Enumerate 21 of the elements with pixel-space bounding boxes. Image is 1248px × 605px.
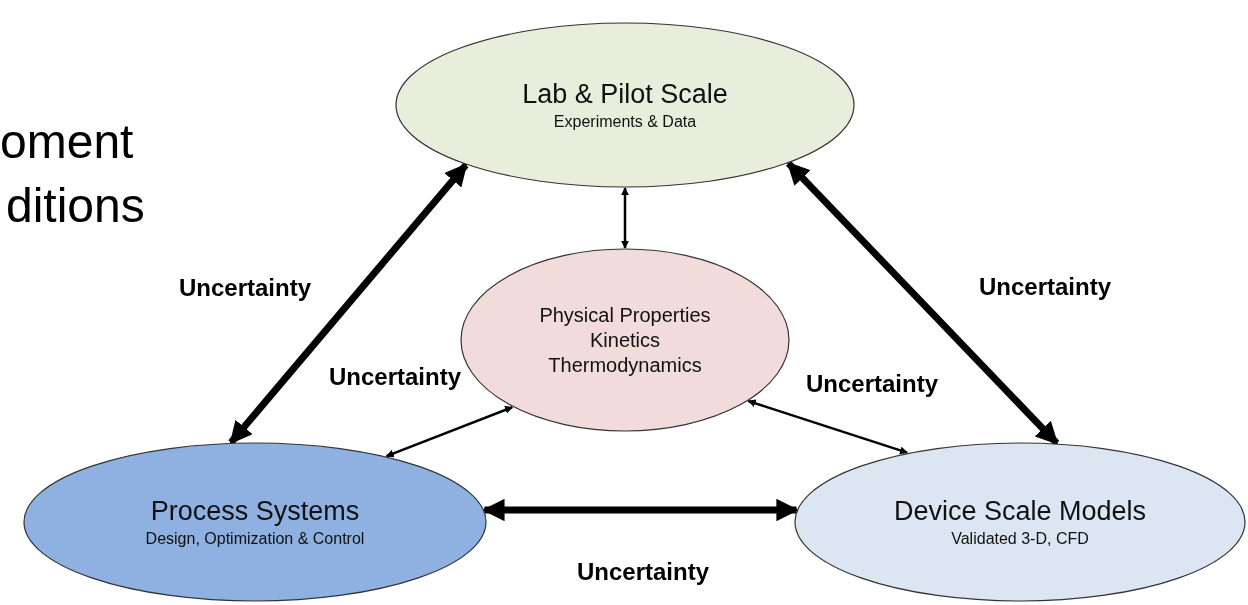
node-title: Physical Properties: [539, 302, 711, 328]
heading-fragment: oment: [0, 118, 134, 166]
node-subtitle: Validated 3-D, CFD: [951, 528, 1089, 549]
double-arrow: [747, 399, 908, 455]
heading-fragment: ditions: [6, 182, 145, 230]
node-subtitle: Design, Optimization & Control: [145, 528, 365, 549]
process-ellipse: [23, 442, 487, 602]
device-ellipse: [794, 442, 1246, 602]
double-arrow: [785, 160, 1060, 446]
node-subtitle: Experiments & Data: [553, 111, 697, 132]
node-title: Device Scale Models: [893, 495, 1147, 529]
node-subtitle: Kinetics: [590, 327, 660, 353]
node-subtitle: Thermodynamics: [548, 352, 702, 378]
node-title: Lab & Pilot Scale: [522, 78, 728, 112]
double-arrow: [482, 498, 799, 522]
scale-ellipse: [395, 22, 855, 188]
double-arrow: [385, 406, 513, 458]
double-arrow: [228, 162, 469, 445]
double-arrow: [621, 187, 629, 249]
node-title: Process Systems: [150, 495, 360, 529]
properties-ellipse: [460, 248, 790, 432]
